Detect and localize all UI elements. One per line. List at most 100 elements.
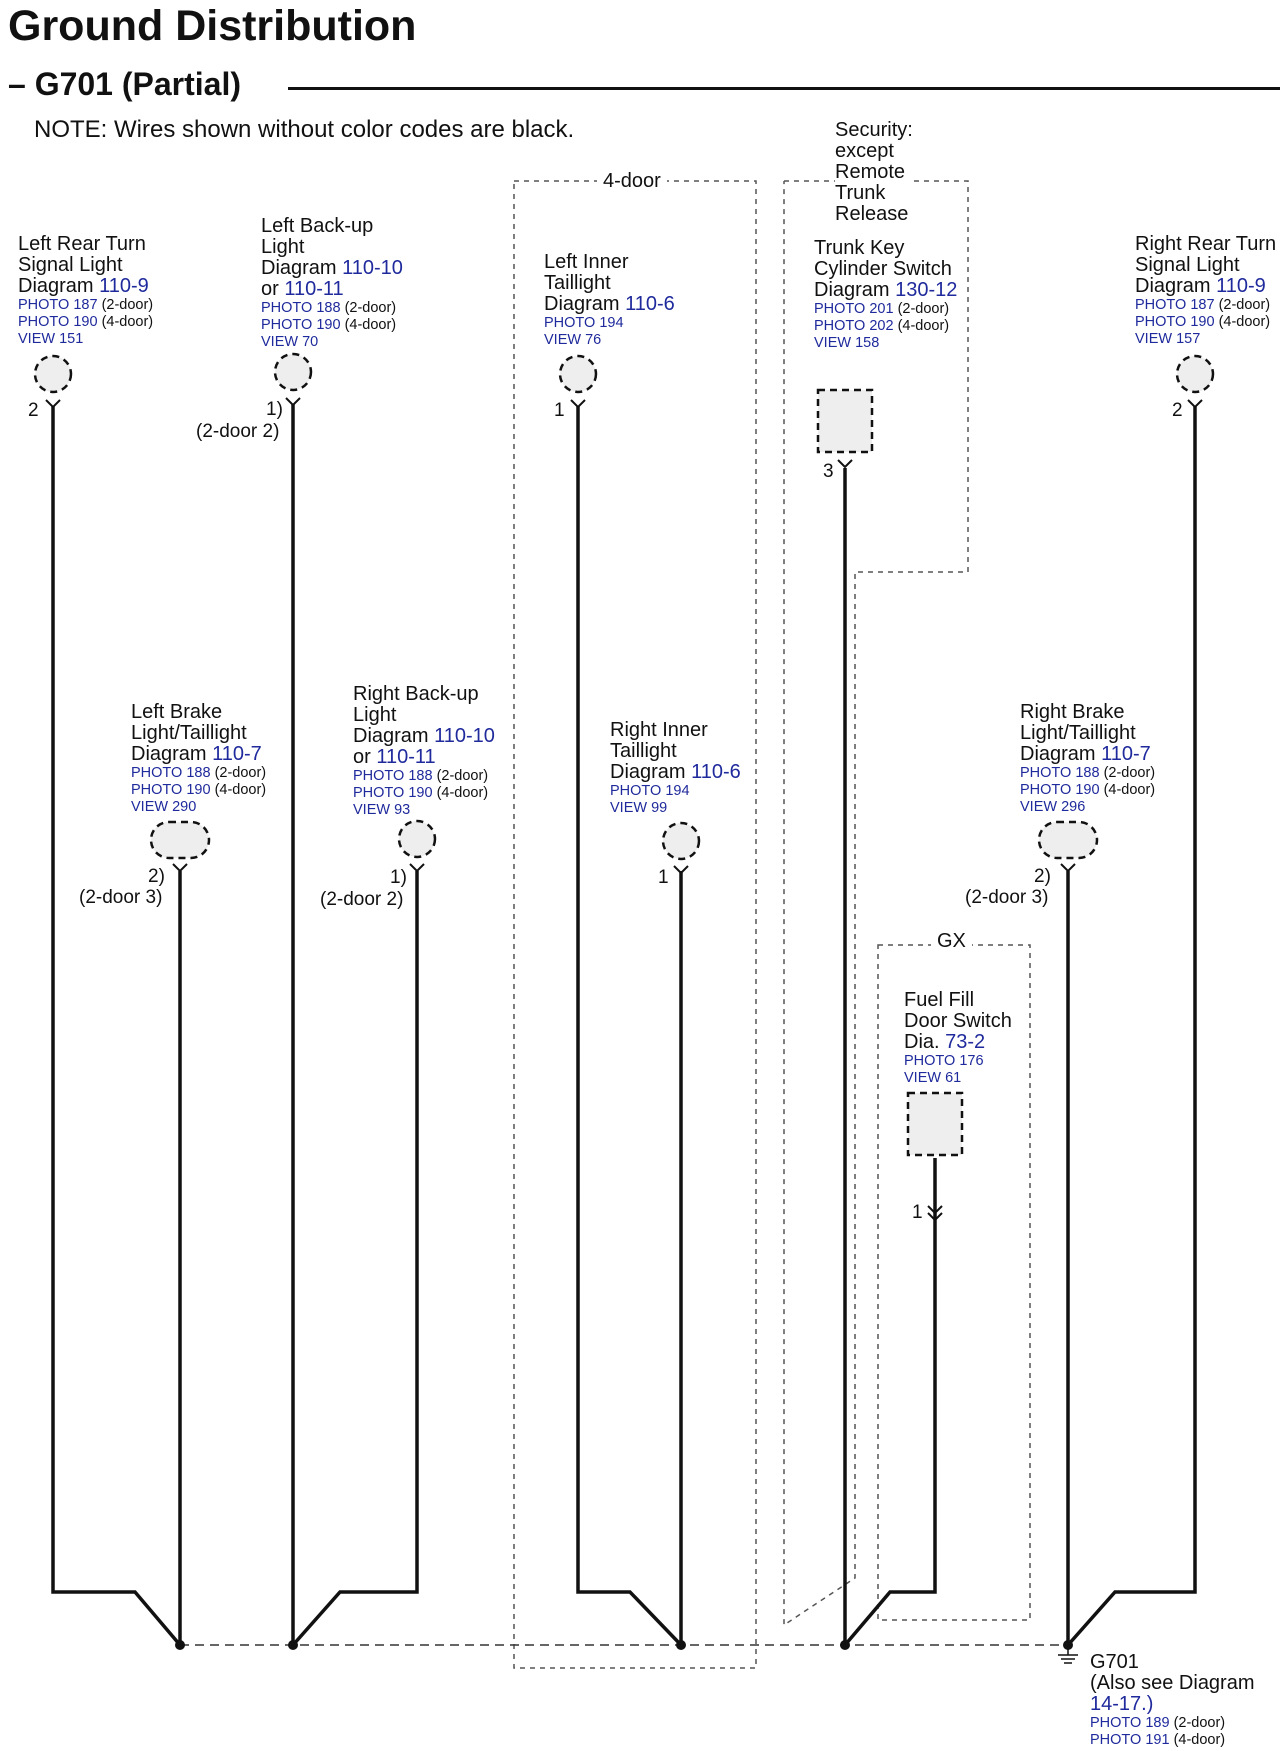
diagram-link[interactable]: 110-7 (212, 743, 262, 765)
view-link[interactable]: VIEW 151 (18, 331, 84, 347)
wire-left-rear-turn (51, 406, 182, 1647)
terminal-icon (1187, 399, 1203, 409)
pin-number: 3 (823, 461, 834, 482)
photo-link[interactable]: PHOTO 187 (1135, 297, 1215, 313)
view-link[interactable]: VIEW 76 (544, 332, 602, 348)
right-backup-bulb-icon (397, 819, 437, 859)
diagram-link[interactable]: 110-11 (284, 278, 344, 300)
terminal-icon (1060, 863, 1076, 873)
photo-link[interactable]: PHOTO 190 (131, 782, 211, 798)
pin-number: 2 (1172, 400, 1183, 421)
view-link[interactable]: VIEW 93 (353, 802, 411, 818)
view-link[interactable]: VIEW 61 (904, 1070, 962, 1086)
diagram-link[interactable]: 110-7 (1101, 743, 1151, 765)
right-inner-tail-label: Right Inner Taillight Diagram 110-6 PHOT… (610, 719, 741, 817)
diagram-link[interactable]: 110-11 (376, 746, 436, 768)
header-rule (288, 87, 1280, 90)
photo-link[interactable]: PHOTO 189 (1090, 1715, 1170, 1731)
terminal-icon (570, 399, 586, 409)
photo-link[interactable]: PHOTO 190 (18, 314, 98, 330)
wire-right-rear-turn (1066, 406, 1197, 1647)
terminal-icon (673, 865, 689, 875)
wire-fuel-fill (843, 1158, 937, 1647)
diagram-link[interactable]: 110-10 (342, 257, 403, 279)
gx-box (877, 944, 1031, 1621)
fuel-fill-label: Fuel Fill Door Switch Dia. 73-2 PHOTO 17… (904, 989, 1012, 1087)
photo-link[interactable]: PHOTO 188 (353, 768, 433, 784)
photo-link[interactable]: PHOTO 194 (544, 315, 624, 331)
right-backup-label: Right Back-up Light Diagram 110-10 or 11… (353, 683, 495, 819)
splice-point (840, 1640, 850, 1650)
diagram-link[interactable]: 110-10 (434, 725, 495, 747)
photo-link[interactable]: PHOTO 187 (18, 297, 98, 313)
view-link[interactable]: VIEW 99 (610, 800, 668, 816)
left-rear-turn-bulb-icon (33, 354, 73, 394)
four-door-label: 4-door (597, 170, 667, 192)
left-inner-tail-label: Left Inner Taillight Diagram 110-6 PHOTO… (544, 251, 675, 349)
pin-number: 2 (28, 400, 39, 421)
ground-g701-label: G701 (Also see Diagram 14-17.) PHOTO 189… (1090, 1651, 1255, 1749)
terminal-icon (927, 1205, 943, 1215)
diagram-link[interactable]: 130-12 (895, 279, 958, 301)
photo-link[interactable]: PHOTO 188 (1020, 765, 1100, 781)
splice-point (175, 1640, 185, 1650)
splice-point (288, 1640, 298, 1650)
photo-link[interactable]: PHOTO 188 (261, 300, 341, 316)
diagram-link[interactable]: 110-6 (691, 761, 741, 783)
right-brake-label: Right Brake Light/Taillight Diagram 110-… (1020, 701, 1156, 816)
pin-number-2door: (2-door 2) (320, 889, 404, 910)
view-link[interactable]: VIEW 296 (1020, 799, 1086, 815)
security-label: Security: except Remote Trunk Release (835, 119, 913, 225)
view-link[interactable]: VIEW 290 (131, 799, 197, 815)
terminal-icon (285, 397, 301, 407)
security-box (783, 180, 969, 1627)
terminal-icon (172, 863, 188, 873)
right-rear-turn-bulb-icon (1175, 354, 1215, 394)
four-door-box (513, 180, 757, 1669)
photo-link[interactable]: PHOTO 190 (261, 317, 341, 333)
page-title: Ground Distribution (8, 2, 417, 50)
diagram-link[interactable]: 110-9 (1216, 275, 1266, 297)
photo-link[interactable]: PHOTO 202 (814, 318, 894, 334)
wire-color-note: NOTE: Wires shown without color codes ar… (34, 116, 575, 143)
photo-link[interactable]: PHOTO 176 (904, 1053, 984, 1069)
photo-link[interactable]: PHOTO 194 (610, 783, 690, 799)
wire-right-backup (291, 871, 419, 1647)
left-inner-tail-bulb-icon (558, 354, 598, 394)
view-link[interactable]: VIEW 157 (1135, 331, 1201, 347)
pin-number: 1) (266, 399, 283, 420)
right-brake-bulb-icon (1037, 820, 1099, 860)
pin-number: 2) (1034, 866, 1051, 887)
diagram-link[interactable]: 73-2 (945, 1031, 986, 1053)
ground-icon (1058, 1645, 1078, 1664)
view-link[interactable]: VIEW 70 (261, 334, 319, 350)
photo-link[interactable]: PHOTO 190 (353, 785, 433, 801)
diagram-link[interactable]: 14-17.) (1090, 1693, 1154, 1715)
diagram-link[interactable]: 110-6 (625, 293, 675, 315)
photo-link[interactable]: PHOTO 201 (814, 301, 894, 317)
photo-link[interactable]: PHOTO 191 (1090, 1732, 1170, 1748)
left-rear-turn-label: Left Rear Turn Signal Light Diagram 110-… (18, 233, 154, 348)
pin-number: 1 (912, 1202, 923, 1223)
view-link[interactable]: VIEW 158 (814, 335, 880, 351)
pin-number-2door: (2-door 2) (196, 421, 280, 442)
pin-number: 1 (658, 867, 669, 888)
diagram-link[interactable]: 110-9 (99, 275, 149, 297)
terminal-icon (837, 459, 853, 469)
left-backup-bulb-icon (273, 352, 313, 392)
splice-point (676, 1640, 686, 1650)
left-brake-bulb-icon (149, 820, 211, 860)
photo-link[interactable]: PHOTO 188 (131, 765, 211, 781)
photo-link[interactable]: PHOTO 190 (1135, 314, 1215, 330)
gx-label: GX (931, 930, 972, 952)
right-rear-turn-label: Right Rear Turn Signal Light Diagram 110… (1135, 233, 1277, 348)
pin-number-2door: (2-door 3) (965, 887, 1049, 908)
pin-number: 2) (148, 866, 165, 887)
page-subtitle: – G701 (Partial) (8, 66, 241, 102)
terminal-icon (927, 1212, 943, 1222)
trunk-key-switch-icon (816, 388, 874, 454)
right-inner-tail-bulb-icon (661, 821, 701, 861)
terminal-icon (409, 863, 425, 873)
fuel-fill-switch-icon (906, 1091, 964, 1157)
photo-link[interactable]: PHOTO 190 (1020, 782, 1100, 798)
